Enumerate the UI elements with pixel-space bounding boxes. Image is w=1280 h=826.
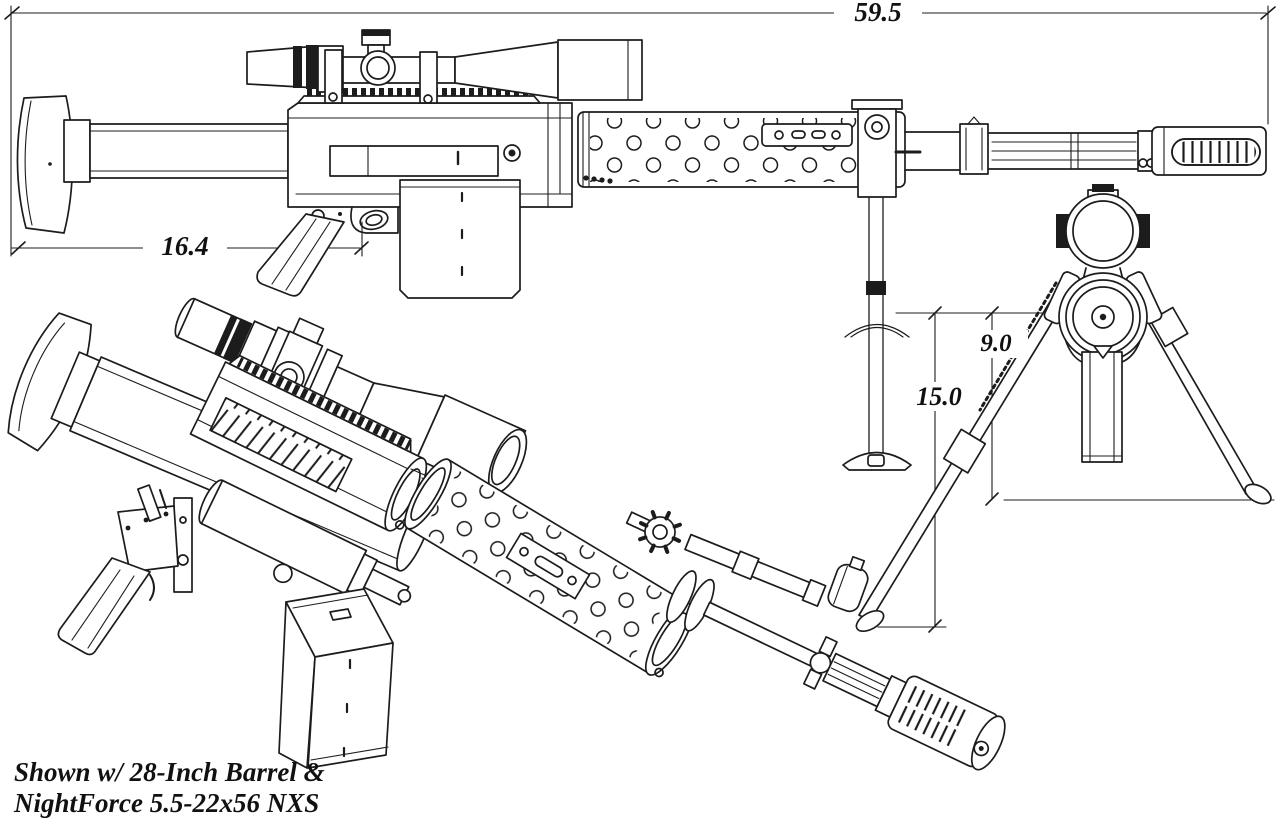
front-scope: [1056, 184, 1150, 269]
exploded-barrel-suppressor: [666, 570, 1006, 771]
caption: Shown w/ 28-Inch Barrel & NightForce 5.5…: [14, 757, 325, 819]
bipod-mount-and-leg-side: [842, 99, 922, 471]
exploded-bipod-leg: [684, 533, 827, 607]
buttstock: [16, 95, 289, 234]
pistol-grip-side: [256, 213, 345, 297]
exploded-bipod-foot: [827, 555, 869, 613]
exploded-bolt: [198, 479, 412, 606]
exploded-view: [7, 297, 1006, 771]
trigger-group-side: [311, 206, 399, 234]
handguard-side: [577, 111, 906, 188]
front-bipod-legs: [855, 281, 1272, 633]
exploded-trigger-group: [57, 484, 193, 656]
magazine-side: [399, 179, 521, 299]
dimension-label-bore-height-low: 9.0: [964, 330, 1028, 359]
front-barrel-and-stock-column: [1058, 272, 1148, 463]
front-view-rifle: [855, 184, 1275, 633]
exploded-barrel-shroud: [404, 458, 695, 678]
suppressor-side: [1151, 126, 1267, 176]
dimension-line-overall-length: [4, 5, 1276, 257]
dimension-label-stock-to-grip: 16.4: [143, 231, 227, 262]
barrel-side: [904, 116, 1156, 175]
caption-line-2: NightForce 5.5-22x56 NXS: [14, 787, 320, 818]
dimension-label-overall-length: 59.5: [834, 0, 922, 28]
side-view-rifle: [16, 29, 1267, 471]
scope-side: [246, 29, 643, 104]
caption-line-1: Shown w/ 28-Inch Barrel &: [14, 757, 325, 787]
exploded-bolt-head: [625, 510, 682, 554]
exploded-magazine: [278, 588, 394, 769]
exploded-upper-receiver: [189, 354, 428, 532]
dimension-label-bore-height-high: 15.0: [900, 382, 978, 412]
